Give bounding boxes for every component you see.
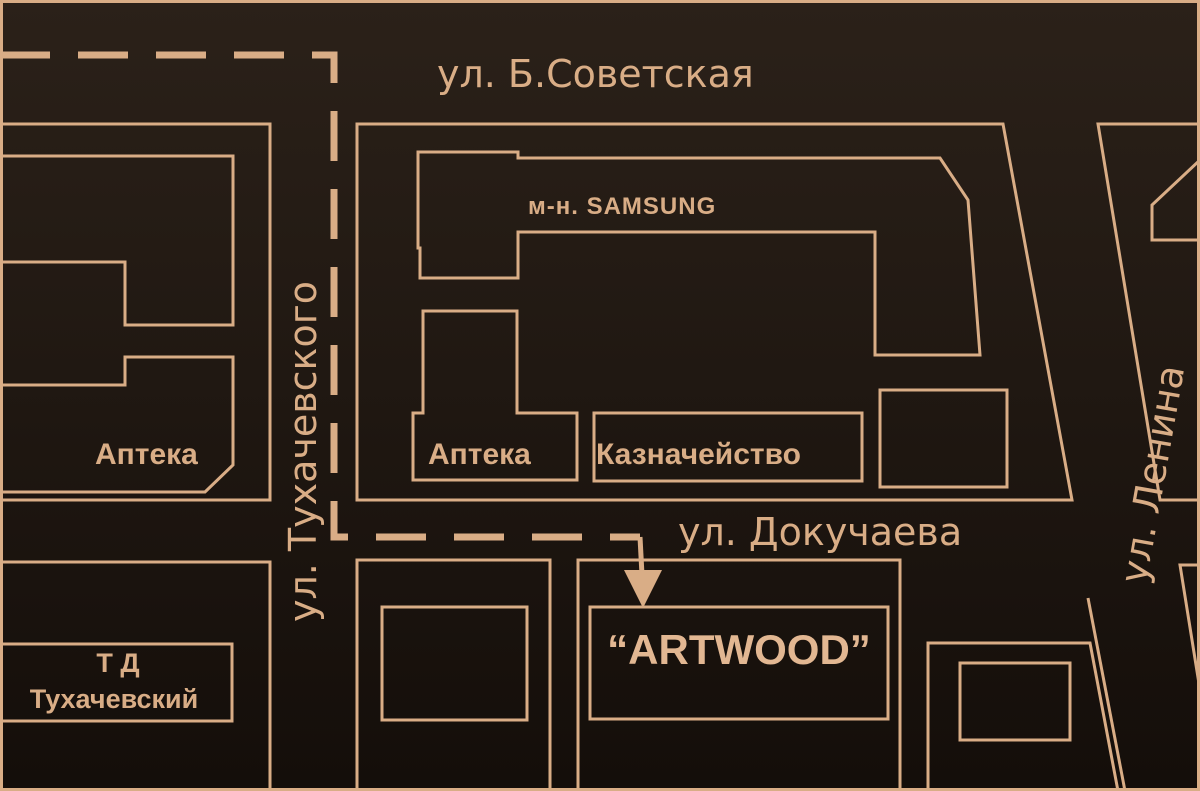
building-right-top xyxy=(1150,158,1200,242)
building-artwood xyxy=(588,605,890,721)
building-samsung xyxy=(416,150,982,357)
label-treasury: Казначейство xyxy=(596,438,801,471)
building-treasury xyxy=(592,411,864,483)
block-far-right-bottom xyxy=(1178,563,1200,691)
block-left-bottom xyxy=(0,560,272,791)
label-td-line1: Т Д xyxy=(96,648,139,678)
block-center-top xyxy=(355,122,1074,502)
block-center-bottom-left xyxy=(355,558,552,791)
building-right-bottom xyxy=(958,661,1072,742)
label-td-line2: Тухачевский xyxy=(30,684,199,714)
route-arrow-icon xyxy=(624,570,662,608)
building-corner xyxy=(878,388,1009,489)
block-right-top xyxy=(1096,122,1200,502)
street-edge-lenina xyxy=(1086,597,1127,791)
building-left-top xyxy=(0,154,235,327)
street-label-tukhachevskogo: ул. Тухачевского xyxy=(281,281,325,622)
block-left-top xyxy=(0,122,272,502)
label-pharmacy-left: Аптека xyxy=(95,438,198,471)
building-pharmacy-left xyxy=(0,355,235,494)
building-td xyxy=(0,642,234,723)
route-path xyxy=(0,51,640,541)
label-artwood: “ARTWOOD” xyxy=(607,626,871,673)
label-samsung-store: м-н. SAMSUNG xyxy=(528,193,716,220)
route-arrow-shaft xyxy=(637,536,645,576)
building-pharmacy-center xyxy=(411,309,579,482)
street-label-b-sovetskaya: ул. Б.Советская xyxy=(437,52,754,96)
label-pharmacy-center: Аптека xyxy=(428,438,531,471)
block-right-bottom xyxy=(926,641,1120,791)
street-label-dokuchaeva: ул. Докучаева xyxy=(678,510,962,554)
building-center-bottom-left xyxy=(380,605,529,722)
block-artwood xyxy=(576,558,902,791)
